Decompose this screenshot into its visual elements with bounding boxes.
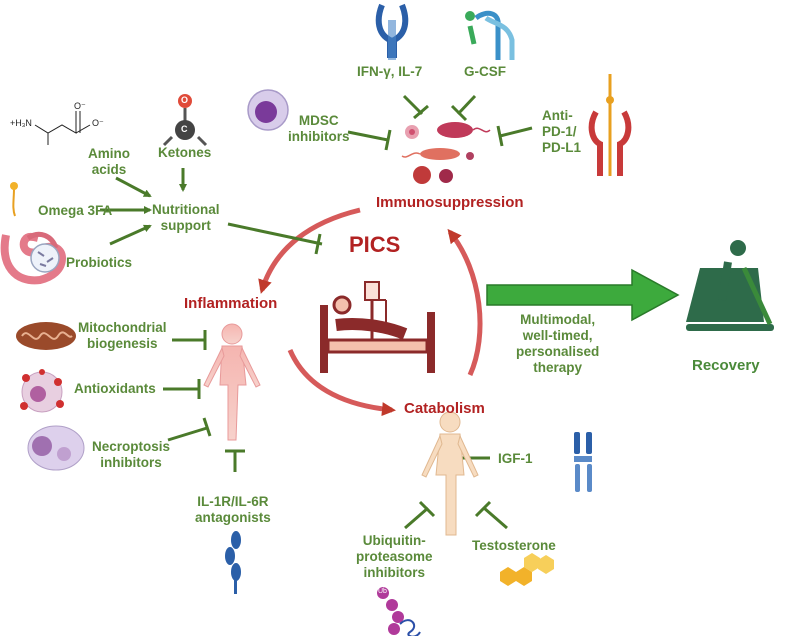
- ubiquitin-chain-icon: [377, 587, 421, 636]
- gcsf-receptor-icon: [465, 10, 515, 60]
- ketones-label: Ketones: [158, 145, 212, 160]
- igf-receptor-icon: [574, 432, 592, 492]
- il-receptor-icon: [225, 531, 241, 594]
- pics-title: PICS: [349, 232, 401, 257]
- patient-bed-icon: [320, 281, 435, 373]
- mdsc-inhibitors-label: MDSC inhibitors: [288, 113, 350, 144]
- damaged-cell-icon: [20, 369, 64, 413]
- mdsc-cell-icon: [247, 89, 289, 131]
- amino-nh3-label: +H₃N: [10, 118, 32, 128]
- amino-acids-label: Amino acids: [88, 146, 130, 177]
- receptor-icon: [375, 3, 409, 60]
- arc-immuno-to-inflammation: [258, 207, 361, 294]
- omega-lipid-icon: [10, 182, 18, 217]
- mitochondrial-biogenesis-label: Mitochondrial biogenesis: [78, 320, 167, 351]
- therapy-label: Multimodal, well-timed, personalised the…: [516, 312, 600, 375]
- amino-carboxyl-label: O⁻: [92, 118, 104, 128]
- ub-tag-label: Ub: [378, 588, 387, 595]
- human-inflamed-icon: [203, 323, 261, 441]
- ubiquitin-inhibitors-label: Ubiquitin- proteasome inhibitors: [356, 533, 433, 580]
- mitochondrion-icon: [16, 322, 76, 350]
- gcsf-label: G-CSF: [464, 64, 506, 79]
- necrotic-cell-icon: [27, 425, 85, 471]
- human-body-icon: [421, 411, 479, 536]
- igf1-label: IGF-1: [498, 451, 533, 466]
- arc-catabolism-to-immuno: [447, 228, 483, 377]
- amino-acid-molecule-icon: [34, 111, 91, 145]
- amino-o-label: O⁻: [74, 101, 86, 111]
- steroid-icon: [500, 553, 554, 586]
- ketone-molecule-icon: [162, 94, 208, 147]
- catabolism-label: Catabolism: [404, 400, 485, 417]
- anti-pd1-label: Anti- PD-1/ PD-L1: [542, 108, 582, 155]
- nutrition-arrows: [100, 168, 187, 246]
- intestine-icon: [0, 231, 67, 285]
- immunosuppression-label: Immunosuppression: [376, 194, 524, 211]
- ketone-o-label: O: [181, 95, 189, 105]
- probiotics-label: Probiotics: [66, 255, 133, 270]
- nutritional-support-label: Nutritional support: [152, 202, 220, 233]
- runner-treadmill-icon: [686, 240, 774, 331]
- ifn-il7-label: IFN-γ, IL-7: [357, 64, 423, 79]
- omega-label: Omega 3FA: [38, 203, 113, 218]
- ketone-c-label: C: [181, 124, 188, 134]
- inhibition-lines: [163, 94, 533, 530]
- recovery-label: Recovery: [692, 357, 760, 374]
- therapy-arrow: [486, 268, 680, 322]
- bacteria-icon: [401, 122, 491, 184]
- antioxidants-label: Antioxidants: [74, 381, 156, 396]
- pd1-receptor-icon: [588, 74, 632, 176]
- inflammation-label: Inflammation: [184, 295, 278, 312]
- testosterone-label: Testosterone: [472, 538, 556, 553]
- il-antagonists-label: IL-1R/IL-6R antagonists: [195, 494, 271, 525]
- arc-inflammation-to-catabolism: [287, 348, 396, 417]
- necroptosis-inhibitors-label: Necroptosis inhibitors: [92, 439, 171, 470]
